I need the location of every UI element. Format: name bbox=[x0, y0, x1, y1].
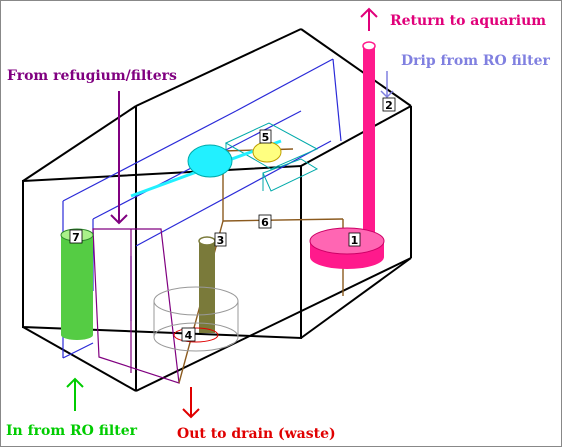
float-switch bbox=[252, 141, 282, 163]
label-from-refugium: From refugium/filters bbox=[7, 68, 177, 84]
arrow-drip bbox=[380, 71, 394, 99]
arrow-return bbox=[360, 7, 378, 31]
label-7: 7 bbox=[69, 229, 83, 244]
overflow-pipe-top bbox=[198, 236, 216, 246]
return-pump bbox=[309, 227, 385, 269]
number-labels: 1 2 3 4 5 6 7 bbox=[69, 97, 396, 342]
ro-input-tube bbox=[60, 228, 94, 340]
number-4: 4 bbox=[185, 329, 193, 342]
label-out-to-drain: Out to drain (waste) bbox=[177, 426, 336, 442]
label-4: 4 bbox=[181, 327, 196, 342]
label-6: 6 bbox=[258, 214, 272, 229]
drain-cup bbox=[153, 286, 239, 352]
label-2: 2 bbox=[382, 97, 396, 112]
arrow-in-ro bbox=[66, 377, 84, 411]
number-7: 7 bbox=[72, 231, 80, 244]
label-drip-from-ro: Drip from RO filter bbox=[401, 53, 550, 69]
number-6: 6 bbox=[261, 216, 269, 229]
label-1: 1 bbox=[348, 232, 361, 247]
arrow-refugium bbox=[110, 91, 128, 225]
label-5: 5 bbox=[259, 129, 272, 144]
number-1: 1 bbox=[351, 234, 359, 247]
arrow-drain bbox=[182, 387, 200, 419]
tank-outline bbox=[22, 28, 412, 392]
number-5: 5 bbox=[262, 131, 270, 144]
label-3: 3 bbox=[214, 232, 227, 247]
number-3: 3 bbox=[217, 234, 225, 247]
return-tube bbox=[363, 46, 375, 241]
return-tube-top bbox=[362, 41, 376, 51]
label-return-to-aquarium: Return to aquarium bbox=[390, 13, 546, 29]
number-2: 2 bbox=[385, 99, 393, 112]
float-valve bbox=[187, 144, 233, 178]
label-in-from-ro: In from RO filter bbox=[6, 423, 138, 439]
